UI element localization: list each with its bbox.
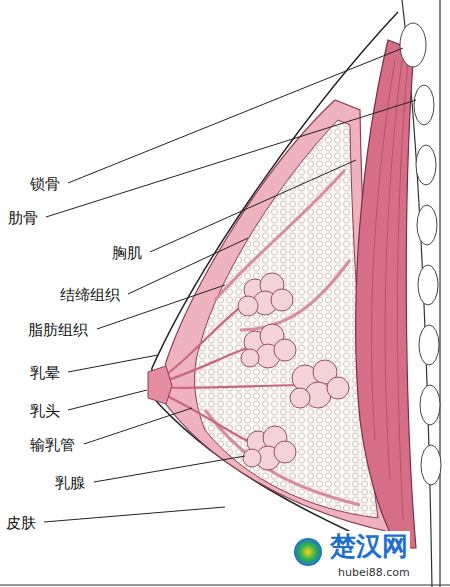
watermark: hubei88.com bbox=[336, 566, 412, 579]
bones bbox=[400, 23, 441, 485]
part-label: 锁骨 bbox=[30, 174, 60, 194]
watermark: 楚汉网 bbox=[328, 531, 410, 561]
part-label: 乳头 bbox=[30, 401, 60, 421]
leader-line bbox=[44, 48, 416, 522]
fat-tissue bbox=[195, 120, 378, 518]
part-label: 脂肪组织 bbox=[28, 320, 88, 340]
bottom-rule bbox=[0, 585, 450, 586]
watermark-logo bbox=[294, 538, 322, 566]
connective-tissue bbox=[205, 170, 360, 505]
part-label: 乳晕 bbox=[30, 363, 60, 383]
part-label: 肋骨 bbox=[8, 208, 38, 228]
part-label: 皮肤 bbox=[6, 513, 36, 533]
milk-ducts bbox=[152, 300, 305, 445]
mammary-lobes bbox=[238, 273, 349, 470]
muscle-fibres bbox=[372, 60, 408, 520]
chest-wall bbox=[439, 0, 440, 587]
part-label: 输乳管 bbox=[30, 435, 75, 455]
part-label: 胸肌 bbox=[112, 243, 142, 263]
part-label: 乳腺 bbox=[55, 473, 85, 493]
nipple bbox=[148, 366, 172, 404]
part-label: 结缔组织 bbox=[60, 285, 120, 305]
